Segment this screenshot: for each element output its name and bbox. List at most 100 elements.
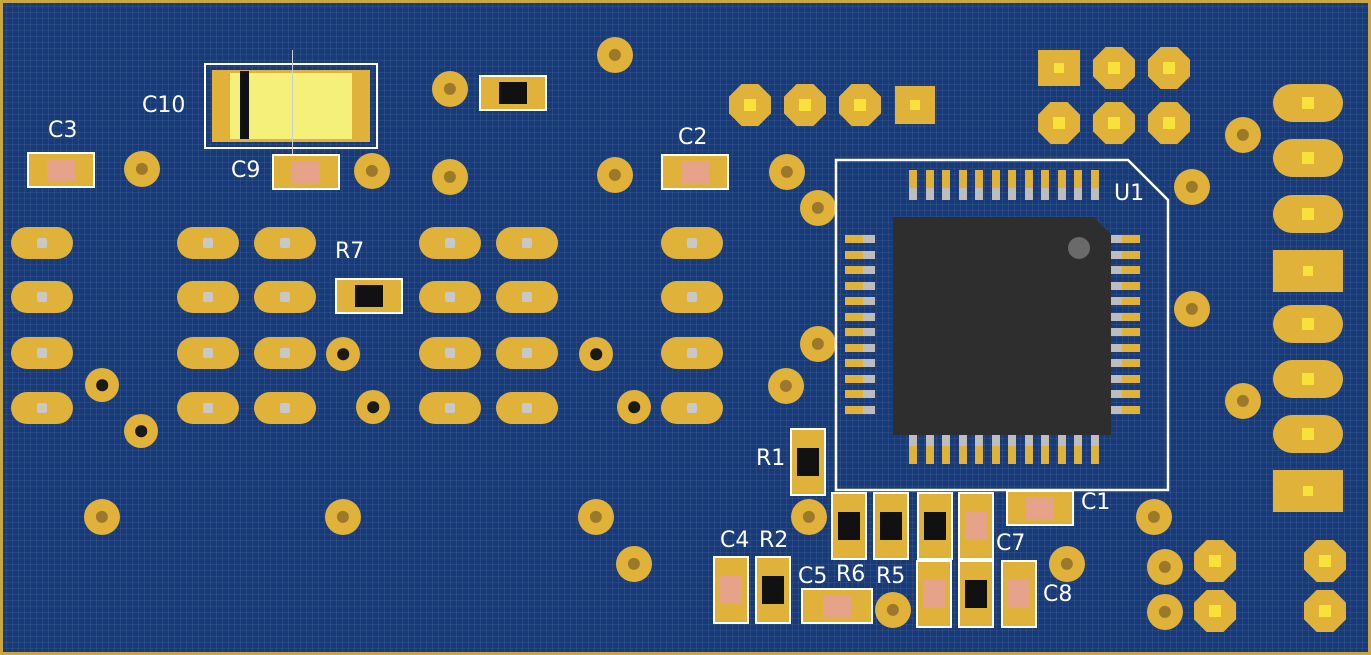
via <box>1147 549 1183 585</box>
u1-pin <box>909 170 917 200</box>
via <box>1049 546 1085 582</box>
u1-pin <box>1110 343 1140 352</box>
r6-label: R6 <box>836 562 866 587</box>
u1-pin <box>1041 434 1049 464</box>
u1-pin <box>1057 170 1066 200</box>
oval-pad <box>11 392 73 424</box>
via <box>354 153 390 189</box>
u1-pin <box>1110 281 1140 290</box>
capacitor-vertical <box>916 560 952 628</box>
header-pad <box>1194 540 1236 582</box>
c5-label: C5 <box>798 564 828 589</box>
c3-label: C3 <box>48 118 78 143</box>
u1-pin <box>1090 434 1099 464</box>
header-pad <box>839 84 881 126</box>
edge-pad <box>1273 360 1343 398</box>
u1-pin <box>1041 170 1049 200</box>
oval-pad <box>419 227 481 259</box>
u1-pin <box>845 297 875 305</box>
edge-pad-square <box>1273 470 1343 512</box>
edge-pad <box>1273 305 1343 343</box>
u1-pin <box>991 170 1000 200</box>
u1-pin <box>942 434 950 464</box>
via <box>579 337 613 371</box>
u1-label: U1 <box>1114 181 1145 206</box>
u1-pin <box>925 434 934 464</box>
c1-label: C1 <box>1081 490 1111 515</box>
u1-pin <box>1110 297 1140 305</box>
r2-label: R2 <box>759 528 789 553</box>
via <box>578 499 614 535</box>
r2-resistor <box>755 556 791 624</box>
r1-resistor <box>790 428 826 496</box>
header-pad <box>1304 590 1346 632</box>
oval-pad <box>661 227 723 259</box>
u1-pin <box>845 390 875 398</box>
u1-pin <box>1110 312 1140 321</box>
header-pad <box>1304 540 1346 582</box>
via <box>1174 169 1210 205</box>
resistor-vertical <box>917 492 953 560</box>
c10-body <box>230 73 352 139</box>
top-resistor <box>479 75 547 111</box>
oval-pad <box>419 337 481 369</box>
c10-center-line <box>292 50 293 160</box>
u1-pin <box>1110 250 1140 259</box>
via <box>800 326 836 362</box>
via <box>124 414 158 448</box>
header-pad-square <box>1038 50 1080 86</box>
u1-pin <box>1074 170 1082 200</box>
c9-capacitor <box>272 154 340 190</box>
u1-pin <box>975 170 983 200</box>
oval-pad <box>496 392 558 424</box>
oval-pad <box>496 281 558 313</box>
oval-pad <box>496 337 558 369</box>
u1-pin <box>845 405 875 414</box>
header-pad <box>1093 102 1135 144</box>
oval-pad <box>254 337 316 369</box>
via <box>597 37 633 73</box>
header-pad <box>1038 102 1080 144</box>
header-pad <box>784 84 826 126</box>
via <box>617 390 651 424</box>
r7-resistor <box>335 278 403 314</box>
edge-pad-square <box>1273 250 1343 292</box>
c2-capacitor <box>661 154 729 190</box>
oval-pad <box>254 392 316 424</box>
via <box>800 190 836 226</box>
via <box>432 71 468 107</box>
via <box>1136 499 1172 535</box>
oval-pad <box>661 281 723 313</box>
c10-outline <box>204 63 378 149</box>
oval-pad <box>254 281 316 313</box>
c5-capacitor <box>801 588 873 624</box>
oval-pad <box>11 227 73 259</box>
c7-label: C7 <box>996 531 1026 556</box>
u1-pin <box>845 359 875 367</box>
u1-pin <box>1024 170 1033 200</box>
u1-pin <box>1074 434 1082 464</box>
u1-pin <box>1057 434 1066 464</box>
oval-pad <box>254 227 316 259</box>
u1-pin <box>1110 235 1140 243</box>
via <box>124 151 160 187</box>
u1-pin <box>942 170 950 200</box>
edge-pad <box>1273 84 1343 122</box>
u1-pin <box>909 434 917 464</box>
c10-polarity-mark <box>240 71 249 139</box>
u1-pin <box>1110 359 1140 367</box>
oval-pad <box>496 227 558 259</box>
oval-pad <box>177 281 239 313</box>
c9-label: C9 <box>231 158 261 183</box>
via <box>875 592 911 628</box>
via <box>1225 117 1261 153</box>
c3-capacitor <box>27 152 95 188</box>
header-pad <box>729 84 771 126</box>
c2-label: C2 <box>678 125 708 150</box>
edge-pad <box>1273 139 1343 177</box>
via <box>85 368 119 402</box>
u1-pin <box>1110 390 1140 398</box>
header-pad <box>1148 47 1190 89</box>
u1-pin <box>1110 374 1140 383</box>
